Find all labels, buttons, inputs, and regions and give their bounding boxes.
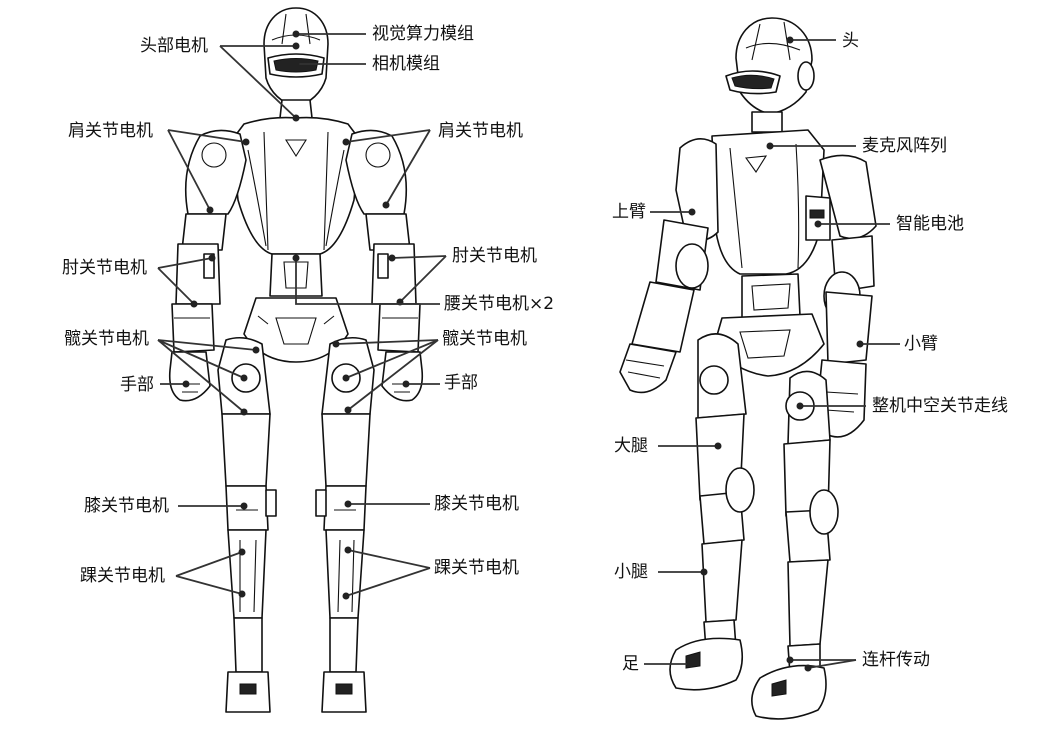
label-hip-motor-right: 髋关节电机 [442, 329, 527, 349]
label-ankle-motor-left: 踝关节电机 [80, 566, 165, 586]
label-upper-arm: 上臂 [612, 202, 646, 222]
label-thigh: 大腿 [614, 436, 648, 456]
label-hand-right: 手部 [444, 373, 478, 393]
label-smart-battery: 智能电池 [896, 214, 964, 234]
label-mic-array: 麦克风阵列 [862, 136, 947, 156]
label-shank: 小腿 [614, 562, 648, 582]
label-elbow-motor-right: 肘关节电机 [452, 246, 537, 266]
label-head-motor: 头部电机 [140, 36, 208, 56]
label-head: 头 [842, 31, 859, 51]
front-leaders [157, 30, 447, 600]
label-shoulder-motor-right: 肩关节电机 [438, 121, 523, 141]
label-waist-motor: 腰关节电机×2 [444, 294, 555, 314]
label-shoulder-motor-left: 肩关节电机 [68, 121, 153, 141]
side-robot [619, 17, 877, 720]
label-knee-motor-left: 膝关节电机 [84, 496, 169, 516]
label-forearm: 小臂 [904, 334, 938, 354]
label-vision-module: 视觉算力模组 [372, 24, 474, 44]
label-foot: 足 [622, 654, 639, 674]
front-robot [168, 7, 424, 713]
label-elbow-motor-left: 肘关节电机 [62, 258, 147, 278]
label-linkage-drive: 连杆传动 [862, 650, 930, 670]
label-hollow-joint-wiring: 整机中空关节走线 [872, 396, 1008, 416]
label-camera-module: 相机模组 [372, 54, 440, 74]
label-ankle-motor-right: 踝关节电机 [434, 558, 519, 578]
label-knee-motor-right: 膝关节电机 [434, 494, 519, 514]
side-leaders [644, 36, 900, 672]
label-hand-left: 手部 [120, 375, 154, 395]
label-hip-motor-left: 髋关节电机 [64, 329, 149, 349]
